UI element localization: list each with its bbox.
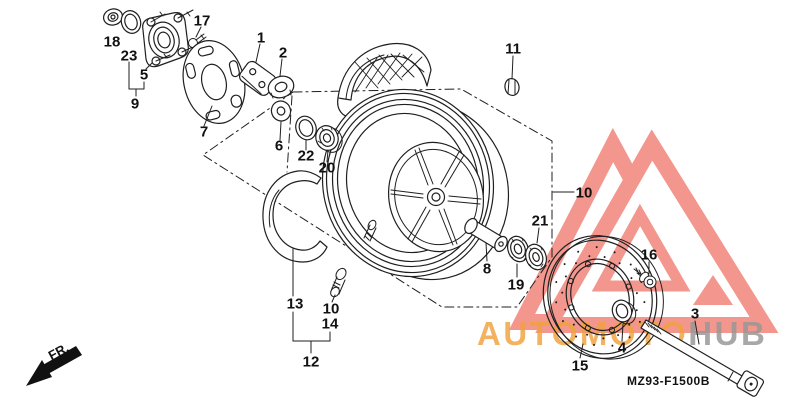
part-10-valve: [330, 267, 347, 298]
part-21-bearing: [525, 243, 547, 271]
fr-direction-arrow: [26, 346, 82, 386]
part-22-seal: [295, 115, 317, 141]
part-6-washer: [270, 100, 292, 122]
part-rim-section: [337, 42, 432, 118]
brand-second: HUB: [688, 315, 768, 352]
part-4-cap: [611, 299, 637, 325]
part-8-collar: [464, 217, 508, 253]
leader-lines: [128, 26, 700, 359]
part-11-nut: [504, 77, 520, 97]
part-20-bearing: [315, 125, 343, 153]
part-5-flange: [142, 9, 198, 68]
part-13-cover: [262, 170, 328, 263]
part-23-ring: [120, 10, 142, 34]
part-15-disc: [542, 235, 664, 360]
wheel-hub: [426, 187, 446, 207]
part-3-axle: [640, 319, 765, 397]
part-16-bolt: [633, 267, 657, 289]
phantom-outline: [202, 88, 553, 308]
diagram-code: MZ93-F1500B: [627, 374, 710, 388]
disc-drill-dots: [555, 246, 646, 347]
part-18-nut: [102, 8, 124, 26]
part-wheel: [321, 88, 510, 281]
logo-small-solid-triangle: [693, 275, 733, 305]
part-19-bearing: [507, 235, 529, 263]
valve-on-rim: [363, 219, 377, 242]
axle-head: [736, 370, 765, 397]
logo-inner-triangle: [591, 203, 691, 292]
part-2-nut: [267, 75, 295, 99]
wheel-spokes: [390, 147, 482, 246]
